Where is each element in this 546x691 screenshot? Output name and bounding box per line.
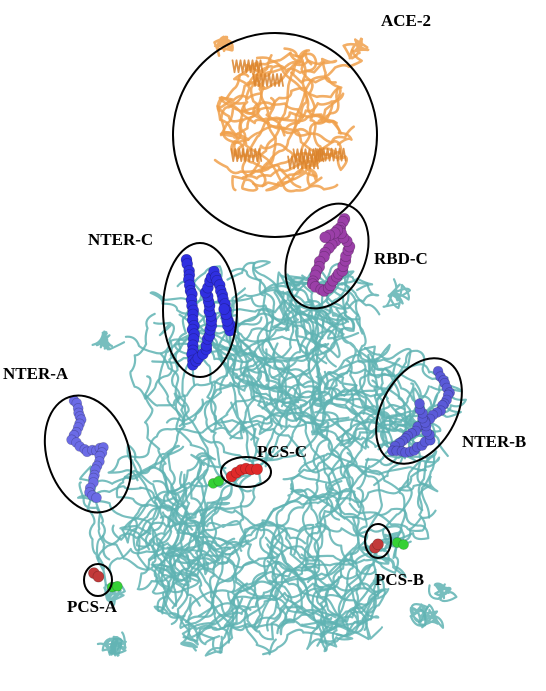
rbdc-sphere [319,231,332,244]
ace2-strand [299,85,342,187]
pcsb-sphere [372,538,384,551]
ace2-strand [219,130,339,193]
protein-strand [301,438,368,631]
pcsa-sphere [92,570,105,583]
protein-strand [180,565,320,652]
protein-strand [258,306,313,436]
protein-strand [96,637,123,657]
protein-strand [219,562,377,654]
protein-strand [280,274,381,337]
protein-strand [216,302,360,390]
protein-strand [417,603,445,629]
protein-strand [382,278,411,310]
protein-strand [224,454,416,556]
highlighted-domains [66,213,456,593]
protein-strand [226,281,309,434]
protein-strand [193,485,233,576]
protein-strand [151,501,231,595]
ace2-strand [288,52,318,166]
ntera-label: NTER-A [3,364,69,383]
rbdc-label: RBD-C [374,249,428,268]
nterb-sphere [414,398,425,409]
protein-strand [409,603,429,627]
pcsc-label: PCS-C [257,442,307,461]
protein-strand [181,573,359,642]
protein-strand [322,454,436,519]
ace2-strand [241,71,343,115]
ace2-label: ACE-2 [381,11,431,30]
protein-strand [229,267,320,408]
ace2-circle [172,32,378,238]
nterb-label: NTER-B [462,432,526,451]
ace2-strand [303,49,364,146]
ace2-strand [216,54,273,157]
protein-strand [346,451,431,533]
spike-protein-backbone [77,260,467,657]
nterc-circle [162,242,238,378]
protein-strand [264,478,410,581]
rbdc-circle [284,202,370,310]
ace2-structure [213,35,370,193]
protein-strand [427,582,458,603]
protein-strand [129,296,209,400]
pcsa-accent-sphere [112,580,123,592]
protein-strand [380,525,405,560]
protein-strand [153,321,225,479]
nterb-circle [375,357,463,465]
protein-strand [364,370,462,449]
nterc-sphere [218,303,230,315]
protein-strand [158,542,279,598]
ace2-helix [287,155,319,170]
protein-strand [108,511,231,574]
pcsb-label: PCS-B [375,570,424,589]
pcsc-accent-sphere [213,475,225,487]
protein-strand [286,273,364,340]
protein-strand [101,525,200,594]
protein-strand [196,594,337,639]
protein-strand [153,605,333,632]
protein-strand [149,291,268,407]
protein-strand [161,506,307,615]
protein-strand [115,466,178,552]
protein-strand [139,411,293,520]
pcsb-accent-sphere [398,539,409,550]
protein-strand [79,445,185,561]
ace2-strand [252,126,343,188]
ace2-strand [233,57,338,91]
protein-strand [326,371,439,434]
protein-strand [238,342,279,552]
protein-strand [339,349,463,447]
protein-strand [156,537,231,625]
protein-strand [226,261,300,406]
ace2-helix [231,59,264,74]
ntera-circle [43,394,133,514]
protein-strand [301,578,383,651]
protein-strand [144,380,326,426]
ace2-helix [230,148,263,162]
ace2-strand [241,96,310,180]
ace2-strand [216,51,292,125]
pcsc-circle [220,456,272,488]
protein-strand [123,444,201,581]
pcsa-circle [83,563,113,597]
ace2-helix [292,148,325,163]
nterc-label: NTER-C [88,230,153,249]
protein-strand [91,330,126,351]
pcsc-sphere [251,463,263,476]
protein-strand [274,270,355,331]
pcsb-circle [364,523,392,559]
ace2-strand [249,49,311,176]
pcsa-label: PCS-A [67,597,118,616]
ace2-helix [252,73,284,87]
protein-strand [265,554,407,632]
protein-strand [173,342,326,412]
protein-strand [314,382,415,445]
ntera-sphere [91,492,102,504]
protein-strand [237,343,327,441]
ace2-strand [342,37,370,60]
protein-strand [262,348,366,539]
protein-strand [311,390,414,450]
